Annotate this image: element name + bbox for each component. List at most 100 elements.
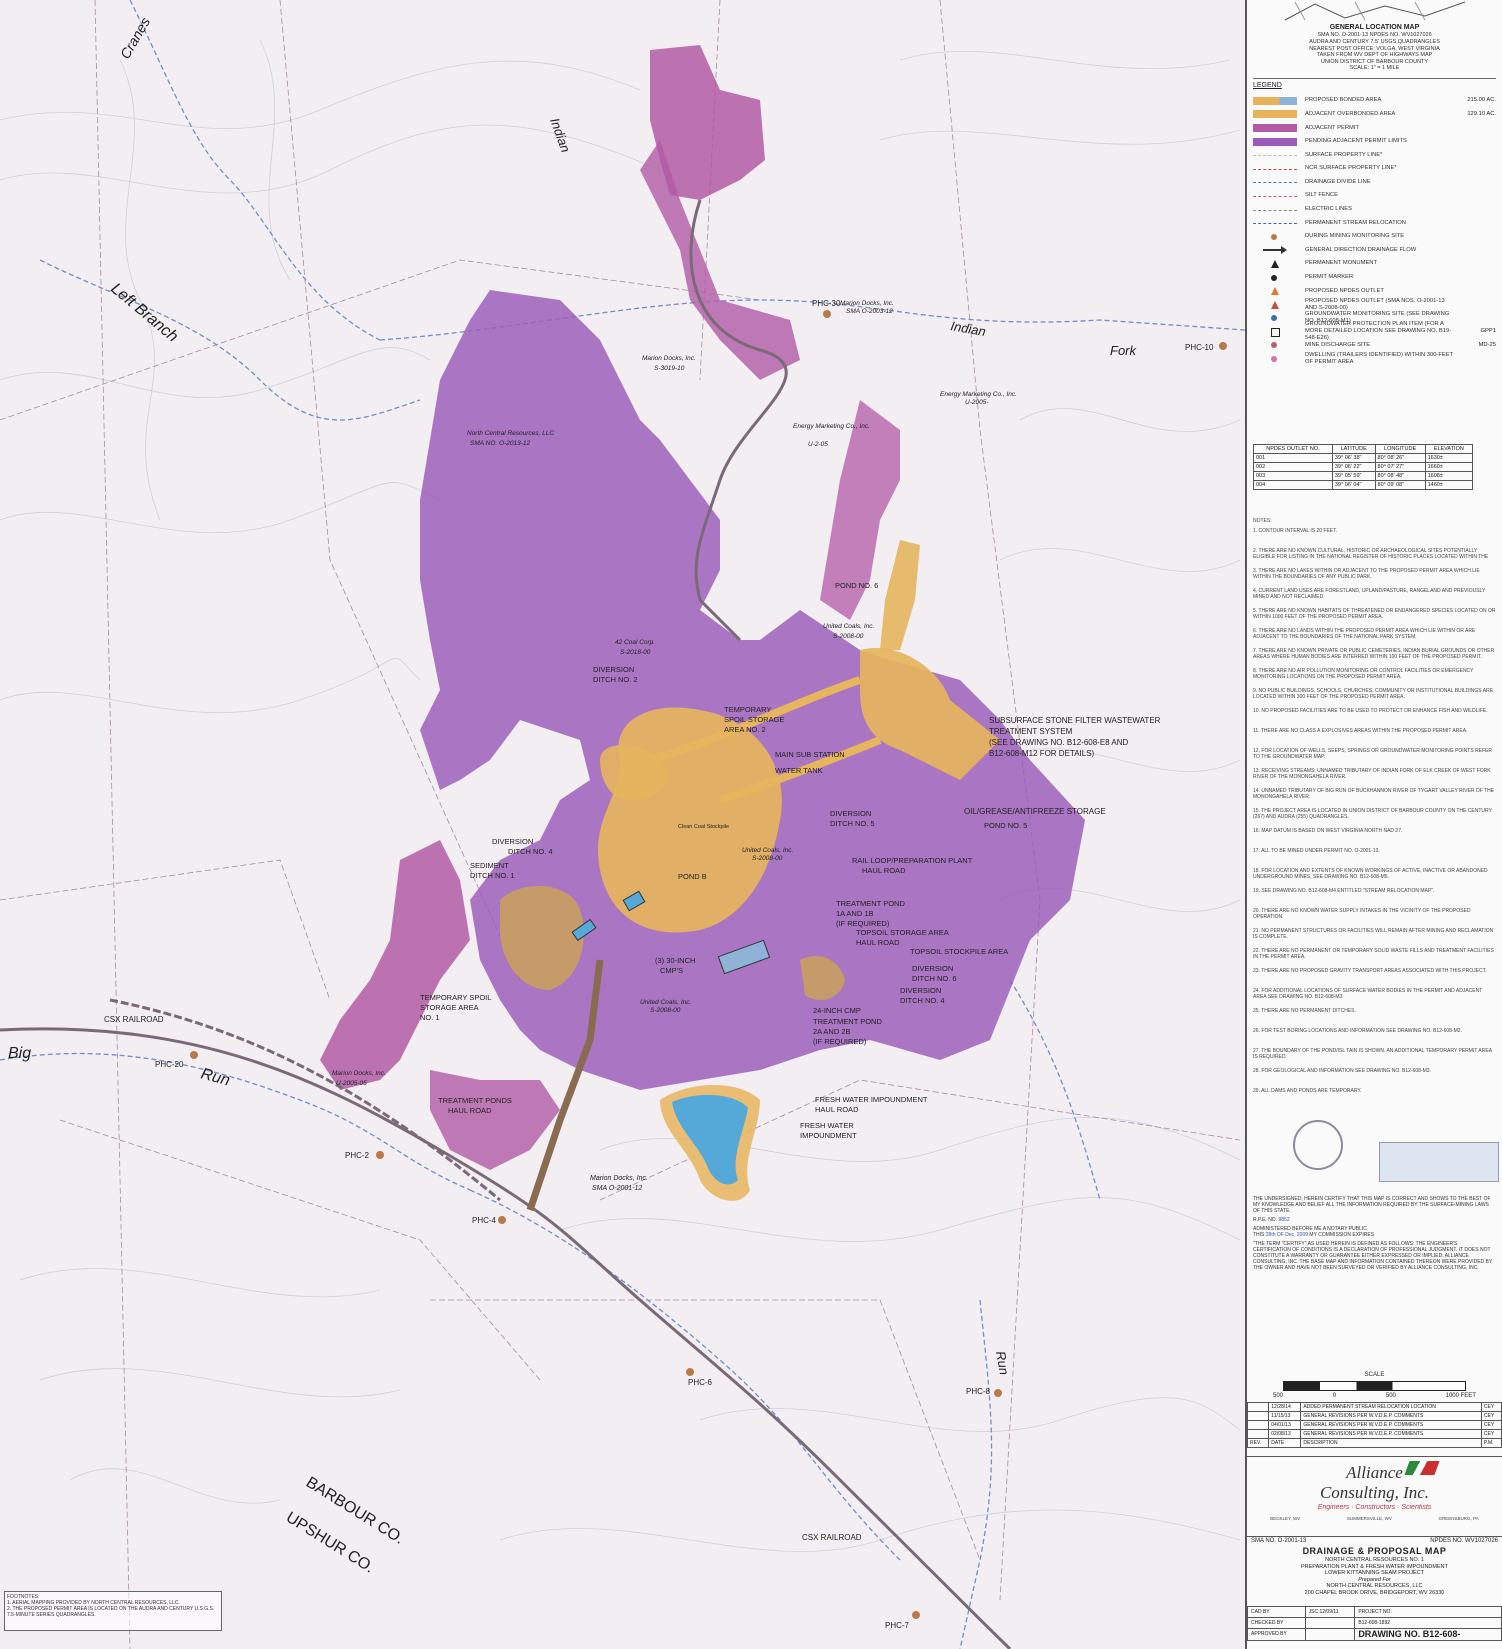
haul-road-south[interactable] (526, 959, 604, 1212)
cad-by-label: CAD BY (1247, 1606, 1306, 1618)
label-temp-spoil-c: NO. 1 (420, 1013, 440, 1022)
prepared-for: Prepared For (1358, 1576, 1391, 1583)
legend-item: GENERAL DIRECTION DRAINAGE FLOW (1253, 244, 1496, 258)
legend-value: GPP1 (1480, 328, 1496, 335)
note-item: 25. THERE ARE NO PERMANENT DITCHES. (1253, 1008, 1356, 1014)
monitoring-site-phc8[interactable] (994, 1389, 1002, 1397)
monitoring-sites[interactable] (190, 310, 1227, 1619)
legend-item: DRAINAGE DIVIDE LINE (1253, 176, 1496, 190)
label-pond-5: POND NO. 5 (984, 821, 1027, 830)
scale-tick: 1000 FEET (1445, 1393, 1476, 1400)
adjacent-permit-stream-corridor[interactable] (640, 140, 800, 380)
label-treat1a: TREATMENT POND (836, 899, 905, 908)
scale-bar: SCALE 500 0 500 1000 FEET (1253, 1372, 1496, 1400)
label-subsurface-2: TREATMENT SYSTEM (989, 727, 1073, 736)
topsoil-stockpile[interactable] (800, 956, 845, 1000)
legend-swatch (1253, 300, 1297, 309)
monitoring-site-phc30[interactable] (823, 310, 831, 318)
revision-cell: 02/08/13 (1268, 1429, 1302, 1439)
title-panel: GENERAL LOCATION MAP SMA NO. O-2001-13 N… (1245, 0, 1502, 1649)
label-temp-spoil-a: TEMPORARY SPOIL (420, 993, 491, 1002)
legend-swatch (1253, 274, 1297, 282)
monitoring-site-phc20[interactable] (190, 1051, 198, 1059)
pond-b[interactable] (622, 890, 646, 912)
outlet-cell: 1630± (1424, 453, 1474, 463)
ponds-1a-1b[interactable] (571, 918, 597, 942)
label-marion-docks-mid-sma: S-3019-10 (654, 365, 685, 372)
note-item: 5. THERE ARE NO KNOWN HABITATS OF THREAT… (1253, 608, 1496, 620)
northeast-haul-road[interactable] (880, 540, 920, 650)
label-big: Big (8, 1045, 31, 1062)
label-energy-marketing-mid: Energy Marketing Co., Inc. (793, 423, 870, 430)
note-item: 7. THERE ARE NO KNOWN PRIVATE OR PUBLIC … (1253, 648, 1495, 660)
glm-line: SCALE: 1" = 1 MILE (1349, 65, 1400, 72)
revision-cell: 11/15/13 (1268, 1411, 1302, 1421)
monitoring-site-phc4[interactable] (498, 1216, 506, 1224)
label-fresh-1: FRESH WATER (800, 1121, 854, 1130)
legend-label: PERMIT MARKER (1305, 274, 1354, 281)
outlet-cell: 1660± (1424, 462, 1474, 472)
label-marion-docks-north-sma: SMA O-2003-12 (846, 308, 893, 315)
revision-cell: 12/28/14 (1268, 1402, 1302, 1412)
monitoring-site-phc6[interactable] (686, 1368, 694, 1376)
temporary-spoil-area-1[interactable] (500, 886, 584, 990)
adjacent-permit-east-corridor[interactable] (820, 400, 900, 620)
label-fresh-2: IMPOUNDMENT (800, 1131, 857, 1140)
adjacent-permits[interactable] (320, 45, 1085, 1170)
note-item: 12. FOR LOCATION OF WELLS, SEEPS, SPRING… (1253, 748, 1493, 760)
legend-item: GROUNDWATER PROTECTION PLAN ITEM (FOR A … (1253, 321, 1496, 341)
label-fork: Fork (1110, 343, 1138, 358)
fresh-water-impoundment[interactable] (672, 1094, 748, 1185)
note-item: 3. THERE ARE NO LAKES WITHIN OR ADJACENT… (1253, 568, 1480, 580)
pending-permit-main[interactable] (420, 290, 1085, 1090)
legend-value: 215.00 AC. (1467, 97, 1496, 104)
note-item: 27. THE BOUNDARY OF THE POND/ISL TAIN IS… (1253, 1048, 1492, 1060)
label-diversion-2b: DITCH NO. 2 (593, 675, 638, 684)
drainage-proposal-map[interactable]: Cranes Indian Left Branch Indian Fork Bi… (0, 0, 1245, 1649)
revision-cell (1246, 1411, 1270, 1421)
rail-loop-road-north[interactable] (648, 676, 862, 764)
notes: NOTES: 1. CONTOUR INTERVAL IS 20 FEET.2.… (1253, 518, 1496, 1108)
legend-swatch (1253, 219, 1297, 227)
label-run-east: Run (993, 1350, 1012, 1376)
monitoring-site-phc2[interactable] (376, 1151, 384, 1159)
general-location-map[interactable]: GENERAL LOCATION MAP SMA NO. O-2001-13 N… (1253, 0, 1496, 79)
label-marion-docks-mid: Marion Docks, Inc. (642, 355, 696, 362)
label-diversion-2a: DIVERSION (593, 665, 634, 674)
project-line: LOWER KITTANNING SEAM PROJECT (1325, 1570, 1424, 1577)
label-energy-marketing-mid-sma: U-2-05 (808, 441, 828, 448)
legend-title: LEGEND (1253, 82, 1282, 89)
outlet-cell: 39° 05' 59" (1331, 471, 1376, 481)
monitoring-site-phc10[interactable] (1219, 342, 1227, 350)
rail-loop-road-mid[interactable] (718, 736, 882, 804)
outlet-header: NPDES OUTLET NO. (1253, 444, 1333, 454)
stockpile-block[interactable] (717, 939, 771, 975)
legend-label: PROPOSED NPDES OUTLET (1305, 287, 1384, 294)
proposed-bonded-area[interactable] (500, 540, 1000, 1212)
company-name-1: Alliance (1346, 1463, 1403, 1482)
adjacent-permit-north[interactable] (650, 45, 765, 200)
label-temp-spoil-2c: AREA NO. 2 (724, 725, 766, 734)
outlet-header: LATITUDE (1331, 444, 1376, 454)
label-div4ea: DIVERSION (900, 986, 941, 995)
legend-label: ADJACENT PERMIT (1305, 124, 1360, 131)
adjacent-permit-southwest[interactable] (430, 1070, 560, 1170)
checked-by-label: CHECKED BY (1247, 1617, 1306, 1629)
scale-graphic (1283, 1381, 1466, 1392)
label-phc10: PHC-10 (1185, 343, 1214, 352)
general-location-map-title: GENERAL LOCATION MAP (1329, 24, 1420, 31)
client-name: NORTH CENTRAL RESOURCES, LLC (1326, 1583, 1423, 1590)
legend-item: PROPOSED NPDES OUTLET (SMA NOS. O-2001-1… (1253, 298, 1496, 312)
drawing-title: DRAINAGE & PROPOSAL MAP (1302, 1546, 1447, 1557)
outlet-cell: 004 (1253, 480, 1333, 490)
adjacent-permit-west[interactable] (320, 840, 470, 1090)
label-energy-marketing-ne: Energy Marketing Co., Inc. (940, 391, 1017, 398)
wastewater-treatment-area[interactable] (860, 648, 1000, 780)
monitoring-site-phc7[interactable] (912, 1611, 920, 1619)
outlet-cell: 39° 06' 04" (1331, 480, 1376, 490)
certification: THE UNDERSIGNED, HEREIN CERTIFY THAT THI… (1253, 1196, 1496, 1271)
